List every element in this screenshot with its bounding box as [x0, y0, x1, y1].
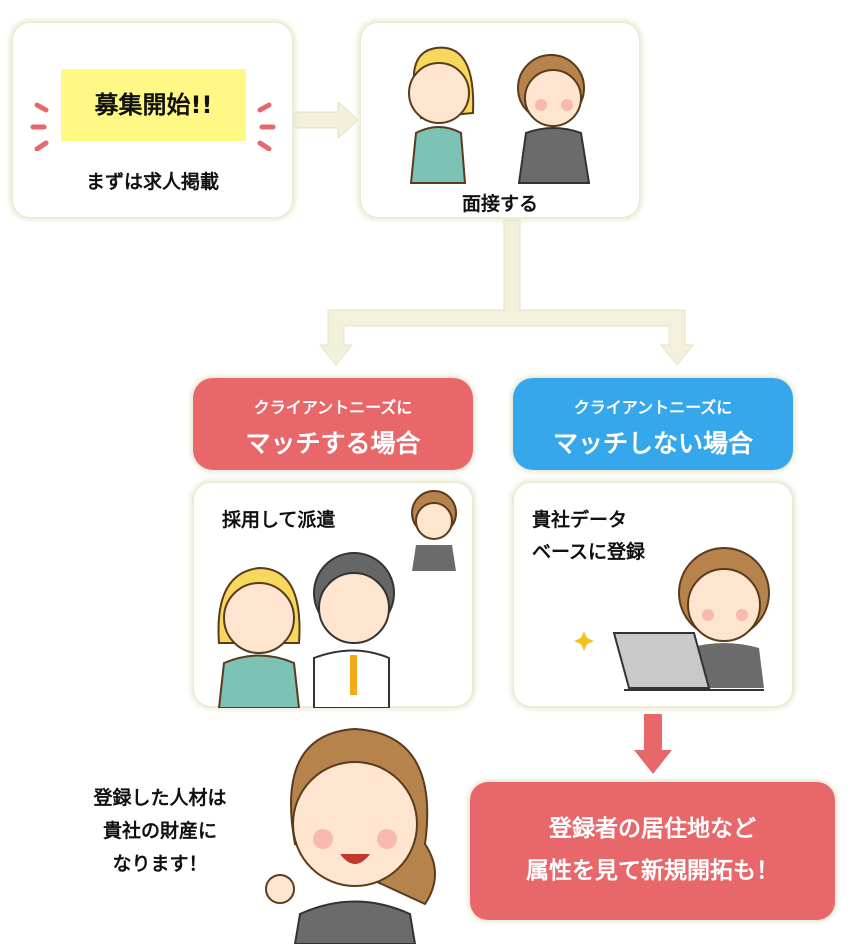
new-development-box: 登録者の居住地など 属性を見て新規開拓も！: [470, 782, 835, 920]
match-caption: 採用して派遣: [222, 509, 336, 531]
interview-caption: 面接する: [461, 193, 538, 215]
nomatch-header: クライアントニーズに マッチしない場合: [513, 378, 793, 470]
waving-woman-illustration: [265, 727, 436, 944]
handshake-illustration: [217, 490, 457, 708]
recruit-caption: まずは求人掲載: [85, 171, 219, 193]
step-recruit-box: 募集開始!! まずは求人掲載: [12, 22, 293, 218]
nomatch-box: 貴社データ ベースに登録: [513, 482, 793, 707]
down-arrow: [634, 714, 672, 774]
new-development-line1: 登録者の居住地など: [549, 816, 756, 842]
step-interview-box: 面接する: [360, 22, 640, 218]
database-register-illustration: [574, 547, 770, 691]
match-header: クライアントニーズに マッチする場合: [193, 378, 473, 470]
nomatch-caption-line1: 貴社データ: [532, 509, 628, 531]
footer-note-line3: なります！: [112, 853, 208, 875]
match-header-large: マッチする場合: [245, 429, 421, 458]
new-development-line2: 属性を見て新規開拓も！: [526, 858, 779, 884]
footer-note: 登録した人材は 貴社の財産に なります！: [60, 782, 260, 881]
footer-note-line2: 貴社の財産に: [102, 820, 217, 842]
nomatch-header-small: クライアントニーズに: [573, 398, 733, 417]
interview-people-illustration: [408, 46, 591, 184]
match-header-small: クライアントニーズに: [253, 398, 413, 417]
footer-note-line1: 登録した人材は: [93, 787, 227, 809]
emphasis-marks-icon: [30, 102, 276, 151]
nomatch-header-large: マッチしない場合: [552, 429, 753, 458]
recruit-highlight: 募集開始!!: [61, 69, 246, 141]
match-box: 採用して派遣: [193, 482, 473, 708]
nomatch-caption-line2: ベースに登録: [532, 541, 646, 563]
